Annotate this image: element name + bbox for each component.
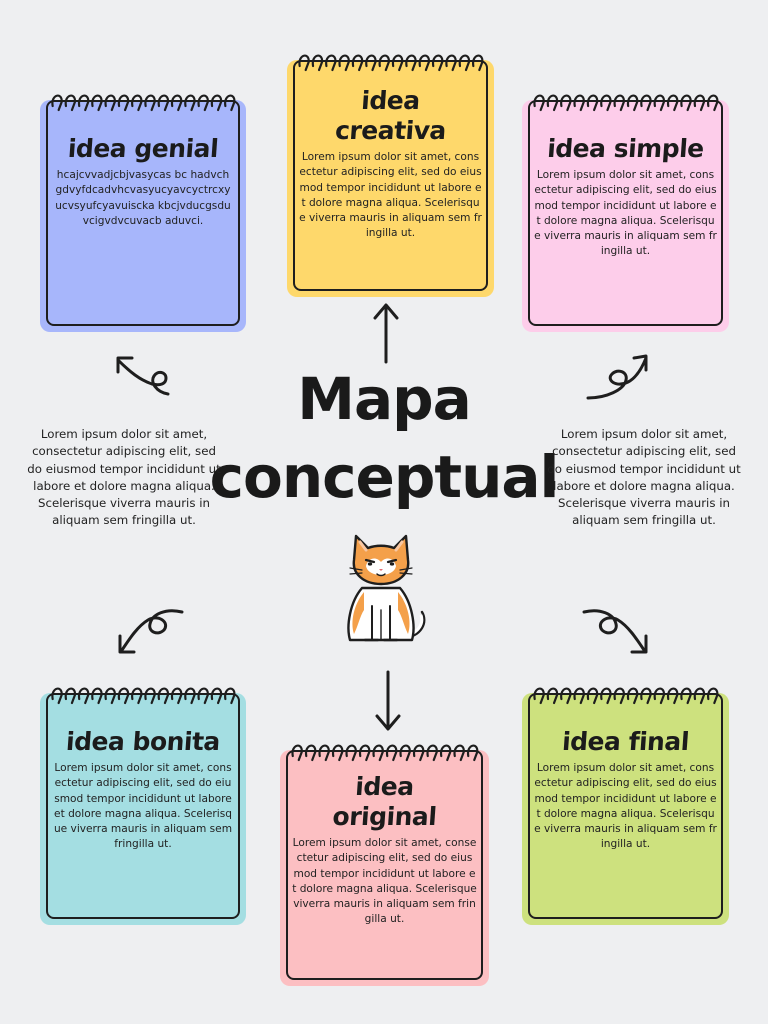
page-title: Mapa conceptual	[200, 360, 568, 516]
note-idea-simple: idea simple Lorem ipsum dolor sit amet, …	[522, 90, 729, 332]
arrow-up-icon	[373, 303, 399, 364]
note-idea-bonita: idea bonita Lorem ipsum dolor sit amet, …	[40, 683, 246, 925]
note-title: idea final	[561, 727, 690, 756]
note-frame	[46, 693, 240, 919]
curly-arrow-bottom-right-icon	[582, 609, 648, 654]
note-title-line-2: original	[331, 802, 438, 831]
page-title-line-1: Mapa	[297, 365, 472, 433]
note-frame	[528, 693, 723, 919]
note-body: Lorem ipsum dolor sit amet, consectetur …	[534, 762, 717, 851]
cat-icon	[347, 534, 426, 642]
note-body: Lorem ipsum dolor sit amet, consectetur …	[299, 151, 482, 240]
note-idea-original: idea original Lorem ipsum dolor sit amet…	[280, 740, 489, 986]
note-idea-creativa: idea creativa Lorem ipsum dolor sit amet…	[287, 50, 494, 297]
note-background	[280, 750, 489, 986]
note-body: Lorem ipsum dolor sit amet, consectetur …	[534, 169, 717, 258]
arrow-down-icon	[375, 670, 401, 731]
note-title: idea bonita	[65, 727, 221, 756]
note-title: idea	[354, 772, 415, 801]
note-frame	[286, 750, 483, 980]
note-background	[522, 693, 729, 925]
note-idea-genial: idea genial hcajcvvadjcbjvasycas bc hadv…	[40, 90, 246, 332]
side-text-right: Lorem ipsum dolor sit amet, consectetur …	[547, 427, 741, 528]
note-title: idea genial	[66, 134, 220, 163]
curly-arrow-top-right-icon	[586, 354, 648, 400]
note-body: Lorem ipsum dolor sit amet, consectetur …	[53, 762, 233, 851]
note-title-line-2: creativa	[334, 116, 447, 145]
note-title: idea simple	[546, 134, 705, 163]
note-idea-final: idea final Lorem ipsum dolor sit amet, c…	[522, 683, 729, 925]
note-frame	[46, 100, 240, 326]
note-background	[40, 100, 246, 332]
side-text-left: Lorem ipsum dolor sit amet, consectetur …	[27, 427, 221, 528]
page-title-line-2: conceptual	[209, 443, 560, 511]
note-body: Lorem ipsum dolor sit amet, consectetur …	[292, 837, 477, 926]
note-frame	[293, 60, 488, 291]
note-frame	[528, 100, 723, 326]
note-background	[40, 693, 246, 925]
note-background	[287, 60, 494, 297]
note-title: idea	[360, 86, 421, 115]
curly-arrow-bottom-left-icon	[118, 609, 184, 654]
note-background	[522, 100, 729, 332]
note-body: hcajcvvadjcbjvasycas bc hadvchgdvyfdcadv…	[55, 169, 231, 227]
curly-arrow-top-left-icon	[116, 356, 170, 396]
